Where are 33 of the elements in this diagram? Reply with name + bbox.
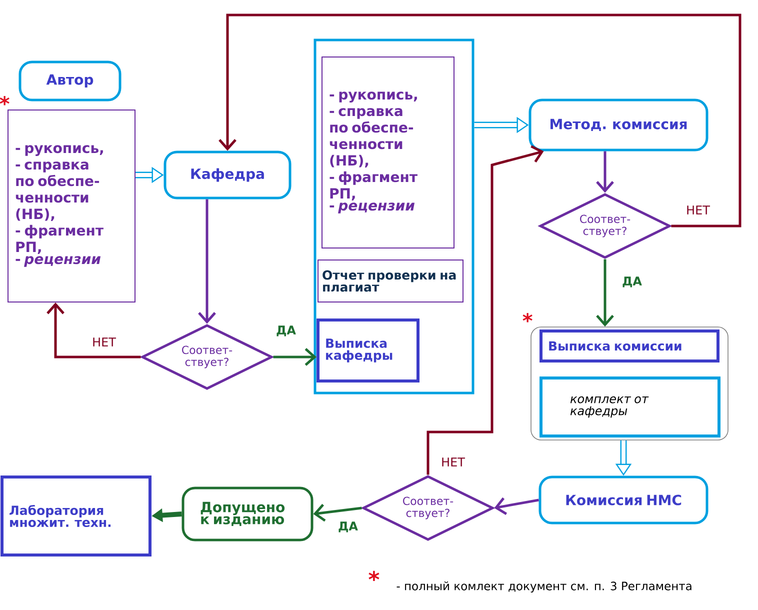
arrow xyxy=(596,151,614,193)
arrow xyxy=(273,348,316,366)
box-rounded: Кафедра xyxy=(164,150,292,200)
result-box: Допущено к изданию xyxy=(182,486,314,542)
asterisk: * xyxy=(0,96,10,106)
box-rounded: Автор xyxy=(18,60,122,102)
footnote: - полный комлект документ см. п. 3 Регламента xyxy=(396,581,692,593)
edge-label: ДА xyxy=(337,520,359,534)
arrow xyxy=(494,497,539,516)
package-box xyxy=(530,326,728,440)
arrow xyxy=(313,504,362,522)
edge-label: ДА xyxy=(621,276,643,288)
arrow xyxy=(596,259,614,327)
box-rounded: Метод. комиссия xyxy=(528,98,708,152)
document-box: Выписка комиссии xyxy=(540,330,720,362)
edge-label: ДА xyxy=(275,324,297,338)
arrow xyxy=(46,302,141,358)
document-box: Отчет проверки на плагиат xyxy=(318,260,464,302)
document-box: Выписка кафедры xyxy=(316,318,420,382)
edge-label: НЕТ xyxy=(685,204,711,216)
edge-label: НЕТ xyxy=(440,456,466,468)
asterisk: * xyxy=(368,570,380,582)
document-frame xyxy=(314,38,474,394)
arrow xyxy=(198,199,216,324)
box-rounded: Комиссия НМС xyxy=(538,476,708,524)
document-box: комплект от кафедры xyxy=(540,376,720,438)
edge-label: НЕТ xyxy=(91,336,117,348)
document-list: - рукопись, - справка по обеспе- ченности (НБ), - фрагмент РП, - рецензии xyxy=(8,110,136,302)
document-box: Лаборатория множит. техн. xyxy=(0,476,152,556)
arrow xyxy=(218,14,742,228)
asterisk: * xyxy=(522,312,532,322)
document-list: - рукопись, - справка по обеспе- ченности (НБ), - фрагмент РП, - рецензии xyxy=(322,56,454,248)
arrow xyxy=(426,145,544,475)
